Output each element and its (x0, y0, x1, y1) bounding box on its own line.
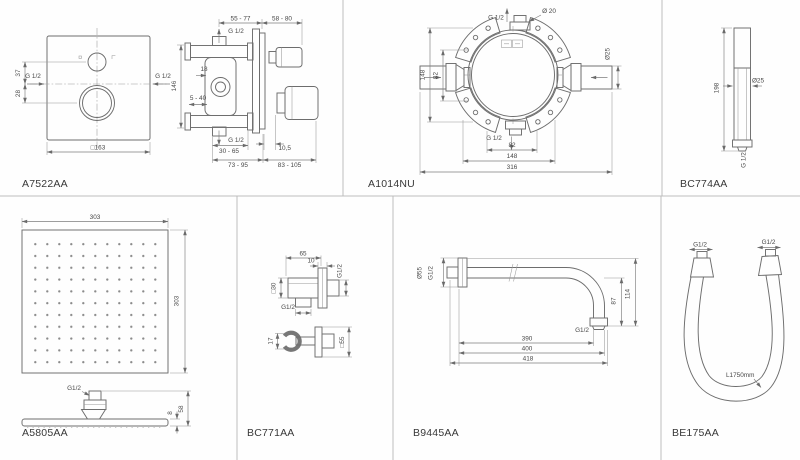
part-code-a7522aa: A7522AA (22, 178, 68, 190)
dim-label: 18 (200, 66, 208, 73)
dim-label: Ø 20 (542, 8, 556, 15)
dim-label: 10,5 (279, 145, 292, 152)
dim-label: 418 (523, 356, 534, 363)
dim-label: G 1/2 (155, 73, 171, 80)
dim-label: G 1/2 (25, 73, 41, 80)
handset-holder-drawing: 17 □55 (268, 326, 352, 358)
dim-label: Ø25 (752, 78, 765, 85)
dim-label: 17 (268, 337, 275, 345)
dim-label: G 1/2 (741, 152, 748, 168)
dim-label: G1/2 (67, 385, 81, 392)
valve-side-drawing: G 1/2 55 - 77 58 - 80 146 18 5 - 40 G 1/… (171, 16, 319, 169)
part-code-a5805aa: A5805AA (22, 427, 68, 439)
dim-label: G 1/2 (488, 15, 504, 22)
dim-label: □55 (339, 336, 346, 347)
dim-label: 82 (508, 142, 516, 149)
dim-label: 65 (299, 251, 307, 258)
dim-label: G1/2 (575, 327, 589, 334)
wall-elbow-drawing: 65 10 G1/2 □30 G1/2 (271, 251, 349, 316)
dim-label: □30 (271, 282, 278, 293)
part-code-a1014nu: A1014NU (368, 178, 415, 190)
dim-label: 87 (611, 297, 618, 305)
shower-arm-drawing: Ø55 G1/2 87 114 G1/2 390 400 418 (417, 257, 639, 366)
dim-label: 58 (178, 405, 185, 413)
dim-label: G1/2 (693, 242, 707, 249)
dim-label: 5 - 40 (190, 95, 207, 102)
dim-label: 30 - 65 (219, 148, 239, 155)
dim-label: 37 (15, 69, 22, 77)
shower-head-drawing: 303 303 G1/2 8 58 (21, 214, 191, 434)
dim-label: 146 (171, 80, 178, 91)
dim-label: 400 (522, 346, 533, 353)
dim-label: 82 (433, 72, 440, 80)
rough-in-body-drawing: G 1/2 Ø 20 Ø25 G 1/2 148 82 82 (420, 8, 622, 175)
part-code-bc771aa: BC771AA (247, 427, 295, 439)
dim-label: G 1/2 (228, 28, 244, 35)
dim-label: 8 (167, 411, 174, 415)
shower-hose-drawing: G1/2 G1/2 L1750mm (683, 239, 785, 402)
dim-label: Ø25 (605, 48, 612, 61)
dim-label: G1/2 (281, 304, 295, 311)
dim-label: G 1/2 (228, 137, 244, 144)
dim-label: 390 (522, 336, 533, 343)
dim-label: 55 - 77 (231, 16, 251, 23)
dim-label: □163 (91, 145, 106, 152)
dim-label: G1/2 (337, 264, 344, 278)
dim-label: 148 (507, 153, 518, 160)
dim-label: G1/2 (762, 239, 776, 246)
dim-label: 316 (507, 164, 518, 171)
part-code-be175aa: BE175AA (672, 427, 719, 439)
dim-label: 303 (174, 295, 181, 306)
dim-label: L1750mm (726, 372, 754, 379)
dim-label: 58 - 80 (272, 16, 292, 23)
dim-label: G1/2 (428, 266, 435, 280)
dim-label: 28 (15, 90, 22, 98)
part-code-b9445aa: B9445AA (413, 427, 459, 439)
dim-label: 198 (714, 82, 721, 93)
dim-label: 73 - 95 (228, 162, 248, 169)
hand-shower-drawing: 198 Ø25 G 1/2 (714, 27, 765, 168)
dim-label: 148 (420, 69, 427, 80)
faceplate-front-drawing: 37 28 G 1/2 G 1/2 □163 (15, 28, 171, 155)
dim-label: 114 (625, 288, 632, 299)
dim-label: 303 (90, 214, 101, 221)
dim-label: 83 - 105 (278, 162, 302, 169)
dim-label: 10 (307, 258, 315, 265)
dim-label: Ø55 (417, 267, 424, 280)
part-code-bc774aa: BC774AA (680, 178, 728, 190)
dim-label: G 1/2 (486, 135, 502, 142)
